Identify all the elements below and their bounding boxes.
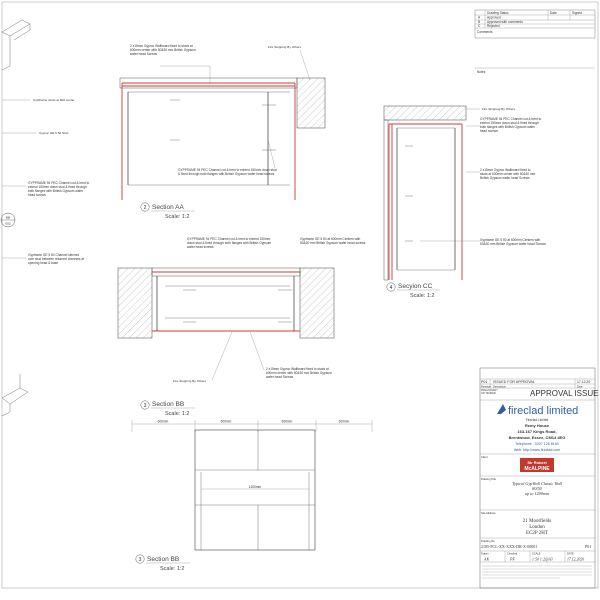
drawing-rev: P01 [585, 544, 591, 549]
revision-table: Drawing Status Date Signed A Approved B … [474, 9, 596, 74]
date-head: DATE [567, 552, 574, 556]
fireclad-logo-icon [497, 404, 506, 414]
aa-number: 2 [144, 205, 147, 211]
fine-print [482, 565, 592, 579]
issue-rev: P01 [481, 380, 487, 384]
left-notes: Gyplframe studs at 600 center Gyproc GE … [2, 98, 90, 266]
issue-date: 17.12.20 [577, 380, 590, 384]
dim-3: 600mm [339, 420, 350, 424]
elev-scale: Scale: 1:2 [160, 566, 184, 572]
aa-note-board: 2 x15mm Gyproc Wallboard fixed to studs … [130, 44, 196, 57]
bb-note-firestop: Fire Stopping By Others [173, 379, 206, 383]
cc-note-board: 2 x15mm Gyproc Wallboard fixed to studs … [480, 168, 536, 181]
company-name: Fireclad Limited [526, 418, 549, 422]
aa-note-firestop: Fire Stopping By Others [268, 45, 301, 49]
cc-number: 4 [390, 285, 393, 291]
address-1: Remy House [525, 423, 550, 428]
rev-code-a: A [478, 16, 481, 20]
rev-code-b: B [478, 20, 480, 24]
client-logo-badge [520, 458, 554, 472]
bb-scale: Scale: 1:2 [165, 411, 189, 417]
drawn-head: Drawn [481, 552, 489, 556]
note-studs-600: Gyplframe studs at 600 center [33, 98, 74, 102]
dim-2: 600mm [282, 420, 293, 424]
section-aa: 2 x15mm Gyproc Wallboard fixed to studs … [119, 44, 326, 220]
bb-number: 3 [144, 403, 147, 409]
drawn-value: AK [483, 557, 489, 562]
scale-head: SCALE [532, 552, 541, 556]
marker-bottom: 002 [5, 222, 10, 226]
marker-top: BB [6, 216, 10, 220]
preliminary-label: PRELIMINARY OR TENDER [481, 389, 498, 395]
rev-status-b: Approved with comments [487, 20, 523, 24]
date-col-head: Date [577, 385, 583, 389]
elev-number: 3 [139, 557, 142, 563]
drawing-title-1: Typical GypWall Classic Wall [512, 481, 563, 486]
section-bb: GYPFRAME 94 PEC Channel cut & bent to ex… [117, 237, 366, 417]
address-2: 163-167 Kings Road, [517, 429, 556, 434]
aa-title: Section AA [152, 204, 184, 211]
elev-title: Section BB [147, 556, 179, 563]
aa-scale: Scale: 1:2 [165, 214, 189, 220]
cc-title: Secyion CC [398, 283, 433, 290]
drawing-title-2: 80/50 [532, 486, 542, 491]
telephone: Telephone : 0207 126 8160 [515, 442, 559, 446]
company-logo: fireclad limited [508, 405, 578, 417]
checked-head: Checked [507, 552, 518, 556]
aa-note-channel: GYPFRAME 94 PEC Channel cut & bent to ex… [178, 168, 277, 177]
desc-col-head: Description [493, 385, 507, 389]
cc-note-channel: GYPFRAME 94 PEC Channel cut & bent to ex… [480, 117, 542, 134]
notes-label: Notes [477, 70, 486, 74]
approval-title: APPROVAL ISSUE [530, 389, 598, 398]
checked-value: PF [509, 557, 515, 562]
dim-0: 600mm [158, 420, 169, 424]
bb-title: Section BB [152, 401, 184, 408]
cc-note-stud: Gypframe GE 5 50 at 600mm Centers with 5… [480, 238, 546, 247]
client-logo-bottom: McALPINE [524, 466, 550, 472]
rev-code-c: C [478, 24, 481, 28]
drawing-title-label: Drawing Title [481, 477, 497, 481]
drawing-title-3: up to 1200mm [525, 491, 549, 496]
section-marker: BB 002 [0, 212, 16, 228]
elevation-bb: 600mm 600mm 600mm 600mm 1200mm 3 Section… [131, 420, 373, 572]
dim-1: 600mm [221, 420, 232, 424]
client-label: Client [481, 455, 488, 459]
address-3: Brentwood, Essex, CM14 4EG [509, 435, 566, 440]
note-channel-left: GYPFRAME 94 PEC Channel cut & bent to ex… [28, 181, 90, 198]
issue-desc: ISSUED FOR APPROVAL [493, 380, 535, 384]
date-value: 17.12.2020 [567, 558, 584, 562]
web-link: Web: http://www.fireclad.com [514, 448, 560, 452]
site-2: London [529, 525, 545, 530]
site-1: 21 Moorfields [523, 519, 552, 524]
cc-scale: Scale: 1:2 [410, 293, 434, 299]
iso-bottom-stud [1, 374, 29, 417]
rev-head-signed: Signed [572, 11, 582, 15]
rev-col-head: Revision [481, 385, 492, 389]
bb-note-stud: Gypframe GE 5 50 at 600mm Centers with 5… [300, 237, 366, 246]
rev-head-date: Date [550, 11, 557, 15]
dim-opening: 1200mm [249, 485, 262, 489]
site-3: EC2P 2HT [526, 531, 548, 536]
note-gyproc-stud: Gyproc GE 6 50 Stud [39, 131, 69, 135]
note-sleeve-channel: Gypframe GE 5 50 Channel sleeved over st… [28, 253, 84, 266]
drawing-no-label: Drawing No. [481, 539, 496, 543]
sheet-border [1, 1, 599, 589]
scale-value: 1:50 1:2@A3 [532, 558, 553, 562]
cc-note-firestop: Fire Stopping By Others [482, 107, 515, 111]
section-cc: Fire Stopping By Others GYPFRAME 94 PEC … [383, 105, 546, 299]
site-label: Site Address [481, 511, 496, 515]
client-logo-top: Sir Robert [527, 460, 547, 465]
comments-label: Comments [477, 30, 493, 34]
title-block: P01 ISSUED FOR APPROVAL 17.12.20 Revisio… [479, 367, 598, 589]
drawing-no: 2185-FCL-XX-XXX-DR-X-00001 [481, 544, 537, 549]
iso-top-stud [1, 19, 31, 71]
bb-note-channel: GYPFRAME 94 PEC Channel cut & bent to ex… [187, 237, 272, 250]
rev-head-status: Drawing Status [487, 11, 509, 15]
bb-note-board: 2 x15mm Gyproc Wallboard fixed to studs … [266, 367, 332, 380]
rev-status-c: Rejected [487, 24, 500, 28]
rev-status-a: Approved [487, 16, 501, 20]
